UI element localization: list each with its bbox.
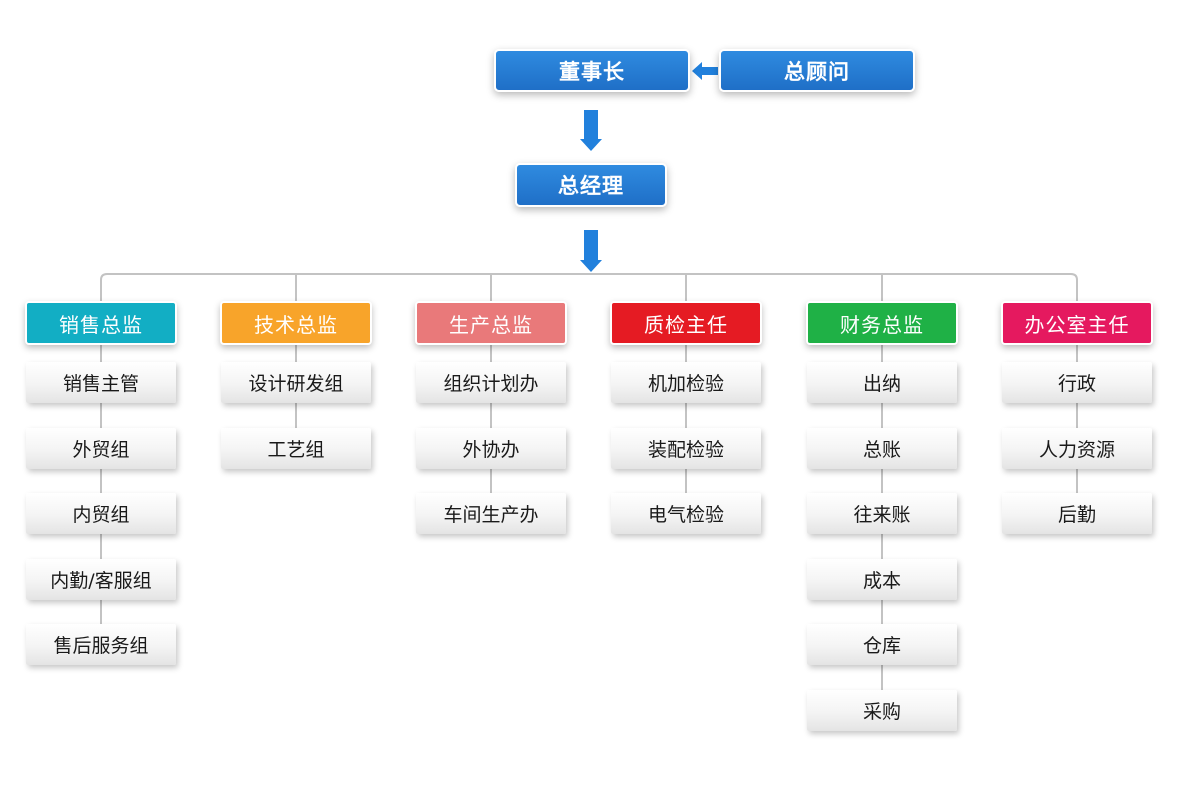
sub-unit-box[interactable]: 机加检验 [611, 362, 761, 403]
sub-unit-box[interactable]: 外贸组 [26, 427, 176, 469]
sub-unit-box[interactable]: 往来账 [807, 493, 957, 534]
sub-unit-box[interactable]: 成本 [807, 558, 957, 600]
department-header[interactable]: 技术总监 [220, 301, 372, 345]
sub-unit-box[interactable]: 车间生产办 [416, 493, 566, 534]
sub-unit-box[interactable]: 销售主管 [26, 362, 176, 403]
sub-unit-box[interactable]: 总账 [807, 427, 957, 469]
gm-to-departments-arrow [580, 230, 602, 272]
department-header[interactable]: 质检主任 [610, 301, 762, 345]
sub-unit-box[interactable]: 组织计划办 [416, 362, 566, 403]
department-header[interactable]: 办公室主任 [1001, 301, 1153, 345]
sub-unit-box[interactable]: 出纳 [807, 362, 957, 403]
sub-unit-box[interactable]: 后勤 [1002, 493, 1152, 534]
chairman-box[interactable]: 董事长 [494, 49, 690, 92]
department-header[interactable]: 生产总监 [415, 301, 567, 345]
sub-unit-box[interactable]: 装配检验 [611, 427, 761, 469]
department-bracket-line [100, 273, 1078, 301]
department-header[interactable]: 财务总监 [806, 301, 958, 345]
sub-unit-box[interactable]: 外协办 [416, 427, 566, 469]
advisor-box[interactable]: 总顾问 [719, 49, 915, 92]
department-header[interactable]: 销售总监 [25, 301, 177, 345]
chairman-to-gm-arrow [580, 110, 602, 151]
sub-unit-box[interactable]: 仓库 [807, 624, 957, 665]
sub-unit-box[interactable]: 行政 [1002, 362, 1152, 403]
sub-unit-box[interactable]: 售后服务组 [26, 624, 176, 665]
sub-unit-box[interactable]: 内勤/客服组 [26, 558, 176, 600]
sub-unit-box[interactable]: 人力资源 [1002, 427, 1152, 469]
sub-unit-box[interactable]: 内贸组 [26, 493, 176, 534]
sub-unit-box[interactable]: 工艺组 [221, 427, 371, 469]
advisor-to-chairman-arrow [692, 62, 718, 80]
sub-unit-box[interactable]: 电气检验 [611, 493, 761, 534]
general-manager-box[interactable]: 总经理 [515, 163, 667, 207]
sub-unit-box[interactable]: 采购 [807, 689, 957, 731]
sub-unit-box[interactable]: 设计研发组 [221, 362, 371, 403]
